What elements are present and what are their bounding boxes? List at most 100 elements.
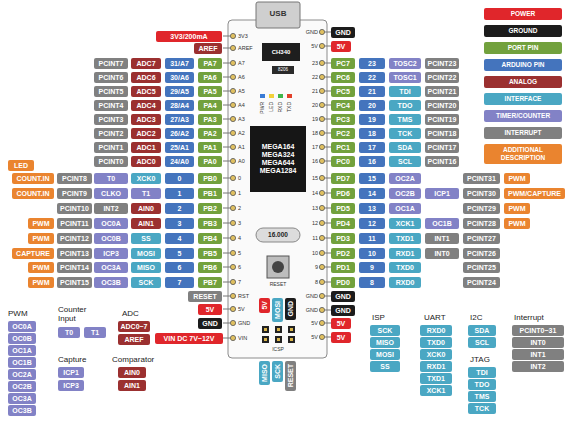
pin-tag: PCINT11 [57,218,92,229]
pin-name: OC1B [12,357,31,368]
pin-name: 18 [368,128,376,139]
pin-tag: ADC5 [131,86,161,97]
pin-tag: PB1 [198,188,222,199]
pin-name: PB5 [203,248,217,259]
pin-leader [223,36,230,37]
pin-hole [230,335,235,340]
board-pin-name: A6 [238,74,245,80]
pin-name: TXD0 [396,262,414,273]
legend-text: ADDITIONAL DESCRIPTION [484,146,562,162]
pin-tag: PA4 [198,100,222,111]
pin-name: 12 [368,218,376,229]
pin-name: ICP3 [63,380,79,391]
pin-tag: COUNT.IN [12,173,54,184]
board-pin-name: 22 [312,74,318,80]
pin-tag: PA7 [198,58,222,69]
pin-tag: PCINT6 [94,72,128,83]
pin-name: RESET [193,291,216,302]
board-pin-name: GND [306,29,318,35]
board-pin-name: 5V [311,320,318,326]
pin-name: GND [335,27,351,38]
pin-hole [230,320,235,325]
pin-tag: PD6 [331,188,355,199]
pin-tag: PWM [504,203,530,214]
pin-tag: 5V [259,298,270,313]
pin-tag: SS [131,233,161,244]
pin-tag: PC0 [331,156,355,167]
pin-name: PC1 [336,142,350,153]
pin-tag: PCINT23 [425,58,459,69]
pin-name: OC0A [12,321,31,332]
pin-name: 20 [368,100,376,111]
pin-tag: PA6 [198,72,222,83]
pin-name: PCINT10 [60,203,89,214]
pin-tag: PCINT18 [425,128,459,139]
pin-name: COUNT.IN [16,173,49,184]
pin-name: PB6 [203,262,217,273]
pin-tag: PCINT9 [57,188,92,199]
pin-tag: AIN0 [118,367,146,378]
board-pin-name: A0 [238,158,245,164]
pin-name: PD6 [336,188,350,199]
board-pin-name: 5 [238,250,241,256]
pin-tag: PB3 [198,218,222,229]
pin-tag: CAPTURE [12,248,54,259]
pin-tag: SCL [389,156,421,167]
pin-name: ICP1 [434,188,450,199]
pin-name: 29/A5 [170,86,189,97]
pin-tag: PC2 [331,128,355,139]
pin-name: SCK [378,325,393,336]
pin-name: PA3 [203,114,216,125]
pin-name: PC2 [336,128,350,139]
pin-tag: 23 [359,58,385,69]
pin-name: PWM [32,233,49,244]
pin-name: TDI [399,86,410,97]
pin-leader [223,48,230,49]
pin-name: PA6 [203,72,216,83]
pin-name: ADC3 [136,114,155,125]
pin-holes [223,29,331,340]
pin-name: PCINT30 [467,188,496,199]
pin-tag: 9 [359,262,385,273]
pin-name: 17 [368,142,376,153]
pin-tag: 10 [359,248,385,259]
board-pin-name: 14 [312,190,318,196]
pin-tag: PB0 [198,173,222,184]
led [269,94,274,98]
pin-name: PCINT24 [467,277,496,288]
pin-name: PCINT31 [467,173,496,184]
pin-tag: GND [285,298,296,320]
pin-name: ADC0~7 [120,321,147,332]
pin-tag: MISO [259,361,270,385]
board-pin-name: 7 [238,279,241,285]
pin-hole [230,235,235,240]
pin-name: 5 [178,248,182,259]
pin-tag: PCINT28 [463,218,500,229]
pin-name: PCINT25 [467,262,496,273]
pin-name: PCINT29 [467,203,496,214]
pin-tag: PCINT7 [94,58,128,69]
pin-tag: PCINT5 [94,86,128,97]
pin-name: 5V [260,301,269,310]
pin-tag: T1 [131,188,161,199]
pin-name: PC7 [336,58,350,69]
pin-name: T1 [142,188,150,199]
pin-name: PB0 [203,173,217,184]
pin-name: SCL [398,156,412,167]
pin-name: LED [14,160,28,171]
pin-tag: AREF [118,334,150,345]
pin-name: RESET [286,364,295,387]
pin-name: 21 [368,86,376,97]
pin-tag: SS [370,361,400,372]
pin-hole [319,293,324,298]
legend-text: PORT PIN [508,44,539,52]
pin-tag: SCL [468,337,496,348]
pin-tag: TXD0 [420,337,452,348]
pin-name: 5V [206,304,215,315]
group-heading: Interrupt [514,313,544,322]
pin-tag: OC3B [94,277,128,288]
chip-text: CH340 [272,49,291,56]
pin-tag: XCK0 [420,349,452,360]
pin-name: TCK [398,128,412,139]
pin-name: PD1 [336,262,350,273]
